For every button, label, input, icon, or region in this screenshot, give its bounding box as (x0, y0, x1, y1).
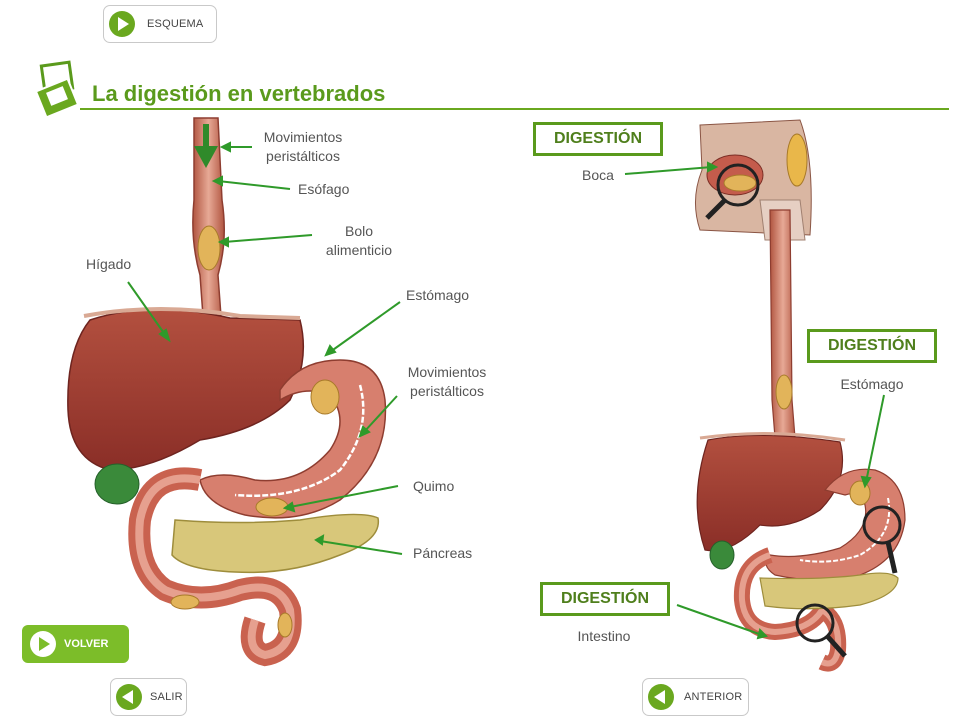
title-divider (80, 108, 949, 110)
page-title: La digestión en vertebrados (92, 81, 386, 106)
caption-boca: Boca (582, 167, 614, 183)
left-pointer-lines (127, 141, 403, 555)
label-bolo-alimenticio: Bolo alimenticio (325, 223, 393, 258)
volver-button[interactable]: VOLVER (22, 625, 129, 663)
label-esofago: Esófago (298, 181, 350, 197)
label-higado: Hígado (86, 256, 132, 272)
magnifier-icon (862, 505, 902, 574)
label-movimientos-peristalticos-top: Movimientos peristálticos (263, 129, 343, 164)
digestion-intestino-button[interactable]: DIGESTIÓN (540, 582, 670, 616)
volver-label: VOLVER (64, 638, 109, 650)
book-icon (34, 60, 80, 119)
esquema-label: ESQUEMA (147, 18, 204, 30)
caption-intestino: Intestino (577, 628, 631, 644)
magnifier-icon (705, 163, 760, 220)
play-icon (109, 11, 135, 37)
label-pancreas: Páncreas (413, 545, 473, 561)
esquema-button[interactable]: ESQUEMA (103, 5, 217, 43)
label-estomago-left: Estómago (406, 287, 470, 303)
caption-estomago: Estómago (840, 376, 904, 392)
label-quimo: Quimo (413, 478, 455, 494)
digestion-boca-button[interactable]: DIGESTIÓN (533, 122, 663, 156)
play-icon (30, 631, 56, 657)
salir-label: SALIR (150, 691, 183, 703)
digestion-estomago-button[interactable]: DIGESTIÓN (807, 329, 937, 363)
anterior-label: ANTERIOR (684, 691, 743, 703)
right-pointer-lines (624, 161, 885, 640)
right-digestive-diagram (695, 119, 906, 672)
back-icon (116, 684, 142, 710)
left-digestive-diagram (67, 117, 387, 667)
magnifier-icon (795, 603, 847, 658)
anterior-button[interactable]: ANTERIOR (642, 678, 749, 716)
back-icon (648, 684, 674, 710)
label-movimientos-peristalticos-mid: Movimientos peristálticos (407, 364, 487, 399)
salir-button[interactable]: SALIR (110, 678, 187, 716)
